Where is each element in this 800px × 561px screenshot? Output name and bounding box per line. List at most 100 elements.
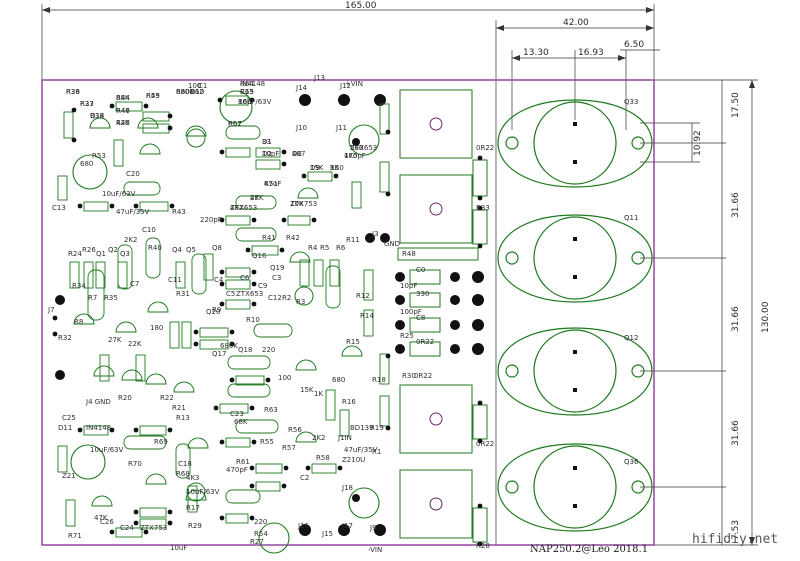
component-designator: 2K2 [312,434,326,442]
component-designator: R29 [188,522,202,530]
component-designator: R22 [160,394,174,402]
rail-capacitors [70,90,380,554]
dim-to3-center: 16.93 [578,48,604,58]
dim-to3-right: 6.50 [624,40,644,50]
component-designator: C2 [300,474,309,482]
component-designator: 27K [108,336,122,344]
component-designator: 10pF [400,282,417,290]
board-title: NAP250.2@Leo 2018.1 [530,544,648,555]
component-designator: R66 [238,98,252,106]
dim-top-offset: 17.50 [731,92,741,118]
component-designator: R68 [176,470,190,478]
component-designator: Q14 [90,112,105,120]
component-designator: C23 [230,410,244,418]
component-designator: 47uF [264,180,281,188]
component-designator: R60 [176,88,190,96]
label-j9: J9 [369,524,377,532]
component-designator: D1 [262,138,272,146]
component-designator: R11 [346,236,360,244]
silkscreen-text: +VIN -VIN GND J7 J3 J9 J10 J11 J12 J13 J… [47,74,400,554]
component-designator: 180 [150,324,163,332]
label-q12: Q12 [624,334,638,342]
component-designator: R19 [370,424,384,432]
component-designator: Q20 [206,308,220,316]
component-designator: C24 [120,524,134,532]
component-designator: 68K [116,94,130,102]
component-designator: Q4 [172,246,183,254]
label-j17: J17 [341,522,353,530]
component-designator: 47uF/35V [344,446,378,454]
dim-board-height: 130.00 [761,301,771,333]
component-designator: R12 [356,292,370,300]
component-designator: R26 [82,246,96,254]
component-designator: J1IN [337,434,352,442]
component-designator: R40 [148,244,162,252]
component-designator: R28 [476,542,490,550]
component-designator: 680 [332,376,345,384]
component-designator: R65 [240,88,254,96]
component-designator: R20 [118,394,132,402]
emitter-pads [395,271,484,355]
component-designator: R67 [228,120,242,128]
component-designator: R49 [116,119,130,127]
label-q33: Q33 [624,98,638,106]
component-designator: 47uF/35V [116,208,150,216]
component-designator: C7 [130,280,139,288]
component-designator: R43 [172,208,186,216]
component-designator: R56 [288,426,302,434]
component-designator: D3 [292,150,302,158]
dim-pitch-2: 31.66 [731,306,741,332]
signal-resistors [57,95,390,538]
component-designator: Q18 [238,346,252,354]
component-designator: C20 [126,170,140,178]
component-designator: 560 [350,144,363,152]
component-designator: R51 [264,180,278,188]
component-designator: C3 [272,274,281,282]
component-designator: D2 [262,150,272,158]
component-designator: ZTX653 [230,204,257,212]
component-designator: C19 [240,88,254,96]
component-designator: R47 [116,107,130,115]
component-designator: BD139 [350,424,374,432]
component-designator: 68K [234,418,248,426]
component-designator: R30 [402,372,416,380]
label-j18: J18 [341,484,353,492]
component-designator: 1K [314,390,323,398]
component-designator: 10pF [262,150,279,158]
component-designator: R36 [66,88,80,96]
component-designator: R16 [342,398,356,406]
label-gnd: GND [384,240,400,248]
component-designator: R8 [74,318,83,326]
dim-pin-gap: 10.92 [693,130,703,156]
component-designator: C26 [100,518,114,526]
component-designator: 10uF/63V [238,98,272,106]
component-designator: Z210U [342,456,365,464]
component-designator: R45 [146,92,160,100]
component-designator: 15K [300,386,314,394]
component-pads [52,97,483,547]
component-designator: R42 [286,234,300,242]
component-designator: R5 [320,244,329,252]
component-designator: 15K [310,164,324,172]
component-designator: R69 [154,438,168,446]
to3-footprints [497,99,653,532]
component-designator: R62 [190,88,204,96]
component-designator: 220 [262,346,275,354]
component-designator: 0R22 [476,440,494,448]
component-designator: Q2 [108,246,118,254]
component-designator: C0 [416,266,425,274]
component-designator: R34 [72,282,86,290]
component-designator: C1 [198,82,207,90]
dim-pitch-3: 31.66 [731,420,741,446]
component-designator: R54 [254,530,268,538]
component-designator: C4 [214,276,224,284]
component-designator: Z21 [62,472,76,480]
label-j14: J14 [295,84,308,92]
component-designator: 4K7 [292,150,306,158]
component-designator: R71 [68,532,82,540]
to220-footprints [399,89,473,539]
component-designator: C8 [416,314,425,322]
component-designator: 680 [80,160,93,168]
to3-pins [573,122,577,508]
to3-q11 [497,214,653,303]
